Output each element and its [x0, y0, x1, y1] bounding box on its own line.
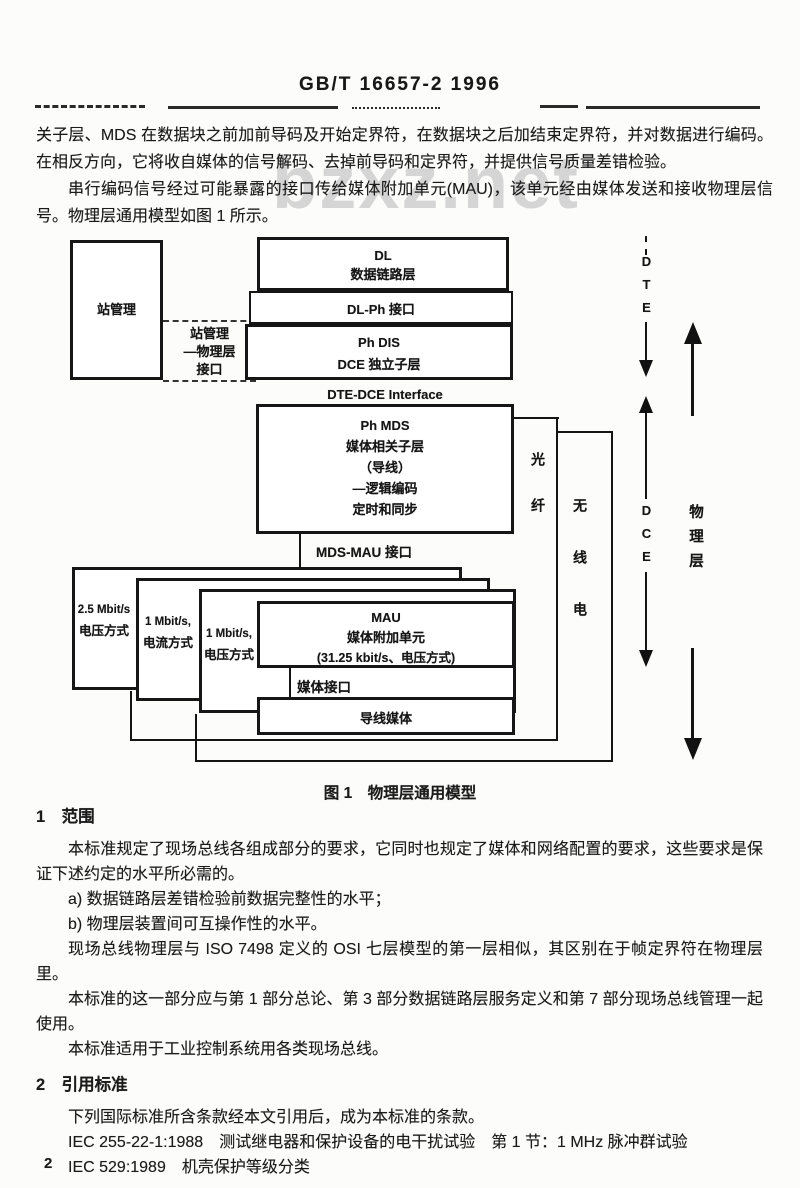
- variant-1mbit-current-label: 1 Mbit/s, 电流方式: [139, 612, 197, 654]
- data-link-layer-label: 数据链路层: [350, 267, 416, 282]
- dl-ph-interface-box: DL-Ph 接口: [249, 291, 513, 324]
- smp-interface-line: 站管理: [189, 326, 229, 341]
- mau-rate-label: (31.25 kbit/s、电压方式): [316, 651, 456, 665]
- variant-mode-label: 电压方式: [78, 624, 129, 638]
- dte-span-line: [645, 236, 647, 255]
- variant-mode-label: 电流方式: [142, 636, 193, 650]
- wire-variant-label: （导线）: [358, 460, 411, 475]
- physical-layer-line-lower: [691, 648, 694, 740]
- figure-caption: 图 1 物理层通用模型: [323, 785, 477, 802]
- section-1-paragraph: 本标准适用于工业控制系统用各类现场总线。: [68, 1041, 389, 1058]
- radio-box-right-edge: [611, 431, 613, 762]
- header-rule-segment: [586, 106, 760, 109]
- media-attachment-unit-label: 媒体附加单元: [346, 630, 425, 645]
- dte-arrowhead-down: [639, 360, 653, 377]
- dce-independent-sublayer-label: DCE 独立子层: [337, 357, 421, 372]
- physical-layer-line-upper: [691, 342, 694, 416]
- ph-dis-label: Ph DIS: [358, 335, 400, 350]
- station-management-box: 站管理: [70, 240, 163, 380]
- variant-rate-label: 1 Mbit/s,: [205, 628, 252, 640]
- radio-box-bottom-edge: [195, 760, 613, 762]
- section-2-paragraph: 下列国际标准所含条款经本文引用后，成为本标准的条款。: [68, 1109, 485, 1126]
- mau-box: MAU 媒体附加单元 (31.25 kbit/s、电压方式): [257, 601, 515, 668]
- section-1-item-b: b) 物理层装置间可互操作性的水平。: [68, 916, 327, 933]
- section-1-heading: 1 范围: [36, 808, 95, 826]
- section-1-paragraph: 现场总线物理层与 ISO 7498 定义的 OSI 七层模型的第一层相似，其区别…: [36, 941, 763, 983]
- dl-ph-interface-label: DL-Ph 接口: [347, 302, 415, 317]
- medium-dependent-sublayer-label: 媒体相关子层: [345, 439, 424, 454]
- fiber-box-top-edge: [514, 417, 559, 419]
- section-1-paragraph: 本标准规定了现场总线各组成部分的要求，它同时也规定了媒体和网络配置的要求，这些要…: [36, 841, 763, 883]
- header-rule-segment: [168, 106, 338, 109]
- section-1-item-a: a) 数据链路层差错检验前数据完整性的水平；: [68, 891, 391, 908]
- header-rule-segment: [352, 107, 440, 109]
- mau-label: MAU: [371, 610, 401, 625]
- mds-mau-connector: [299, 534, 301, 568]
- smp-interface-line: —物理层: [183, 344, 236, 359]
- ph-mds-label: Ph MDS: [360, 418, 410, 433]
- dte-label: DTE: [639, 254, 654, 323]
- data-link-layer-box: DL 数据链路层: [257, 237, 509, 291]
- standard-code-header: GB/T 16657-2 1996: [299, 74, 501, 95]
- radio-label: 无线电: [572, 498, 588, 654]
- station-management-label: 站管理: [96, 302, 136, 317]
- variant-2_5mbit-label: 2.5 Mbit/s 电压方式: [74, 600, 134, 642]
- radio-box-top-edge: [556, 431, 613, 433]
- dce-arrow-line-upper: [645, 413, 647, 499]
- dce-arrowhead-down: [639, 650, 653, 667]
- mds-mau-interface-label: MDS-MAU 接口: [316, 545, 412, 560]
- ph-mds-box: Ph MDS 媒体相关子层 （导线） —逻辑编码 定时和同步: [256, 404, 514, 534]
- section-2-reference: IEC 255-22-1:1988 测试继电器和保护设备的电干扰试验 第 1 节…: [68, 1134, 688, 1151]
- fiber-box-right-edge: [556, 417, 558, 741]
- physical-layer-arrowhead-down: [684, 738, 702, 760]
- wire-media-label: 导线媒体: [359, 711, 412, 726]
- logical-coding-label: —逻辑编码: [352, 481, 418, 496]
- section-2-reference: IEC 529:1989 机壳保护等级分类: [68, 1159, 310, 1176]
- dte-arrow-line: [645, 322, 647, 362]
- fiber-box-bottom-edge: [130, 739, 558, 741]
- variant-rate-label: 1 Mbit/s,: [144, 616, 191, 628]
- physical-layer-label: 物理层: [687, 504, 703, 578]
- dce-arrow-line-lower: [645, 572, 647, 650]
- dl-label: DL: [374, 248, 392, 263]
- page-number: 2: [44, 1155, 53, 1172]
- header-rule-segment: [540, 105, 578, 108]
- variant-1mbit-voltage-label: 1 Mbit/s, 电压方式: [202, 624, 256, 666]
- header-rule-segment: [35, 105, 145, 108]
- media-interface-label: 媒体接口: [297, 680, 351, 695]
- smp-interface-region: 站管理 —物理层 接口: [163, 320, 256, 382]
- intro-paragraph-1: 关子层、MDS 在数据块之前加前导码及开始定界符，在数据块之后加结束定界符，并对…: [36, 127, 773, 171]
- media-interface-connector: [289, 668, 291, 697]
- intro-text: 关子层、MDS 在数据块之前加前导码及开始定界符，在数据块之后加结束定界符，并对…: [36, 122, 773, 230]
- dce-label: DCE: [639, 503, 654, 572]
- section-2-heading: 2 引用标准: [36, 1076, 128, 1094]
- variant-mode-label: 电压方式: [203, 648, 254, 662]
- section-1-paragraph: 本标准的这一部分应与第 1 部分总论、第 3 部分数据链路层服务定义和第 7 部…: [36, 991, 763, 1033]
- dte-dce-interface-label: DTE-DCE Interface: [327, 387, 443, 402]
- variant-rate-label: 2.5 Mbit/s: [77, 604, 131, 616]
- body-sections: 1 范围 本标准规定了现场总线各组成部分的要求，它同时也规定了媒体和网络配置的要…: [36, 803, 763, 1180]
- ph-dis-box: Ph DIS DCE 独立子层: [245, 324, 513, 380]
- wire-media-box: 导线媒体: [257, 697, 515, 735]
- smp-interface-line: 接口: [196, 362, 223, 377]
- physical-layer-arrowhead-up: [684, 322, 702, 344]
- timing-sync-label: 定时和同步: [352, 502, 418, 517]
- intro-paragraph-2: 串行编码信号经过可能暴露的接口传给媒体附加单元(MAU)，该单元经由媒体发送和接…: [36, 181, 773, 225]
- fiber-box-left-edge: [130, 691, 132, 739]
- radio-box-left-edge: [195, 714, 197, 760]
- fiber-label: 光纤: [530, 452, 546, 544]
- dce-arrowhead-up: [639, 396, 653, 413]
